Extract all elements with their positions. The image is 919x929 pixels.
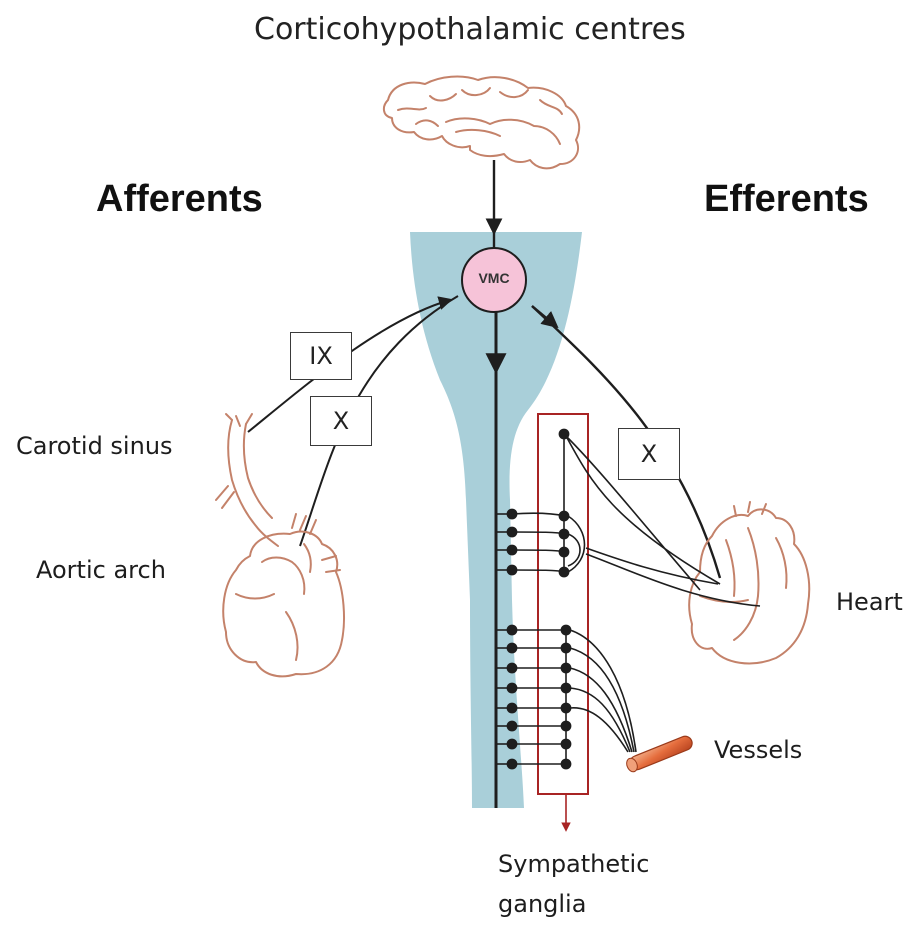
nerve-box-x-afferent: X bbox=[310, 396, 372, 446]
nerve-box-x-efferent: X bbox=[618, 428, 680, 480]
carotid-sinus-label: Carotid sinus bbox=[16, 432, 173, 460]
ganglia-label-line1: Sympathetic bbox=[498, 850, 649, 878]
vmc-label: VMC bbox=[462, 270, 526, 286]
sympathetic-ganglia-box bbox=[538, 414, 588, 794]
aortic-arch-label: Aortic arch bbox=[36, 556, 166, 584]
brain-icon bbox=[384, 77, 579, 169]
heart-label: Heart bbox=[836, 588, 903, 616]
vessels-label: Vessels bbox=[714, 736, 802, 764]
carotid-aortic-icon bbox=[216, 414, 316, 546]
diagram-title: Corticohypothalamic centres bbox=[254, 12, 686, 47]
efferents-heading: Efferents bbox=[704, 178, 869, 221]
afferents-heading: Afferents bbox=[96, 178, 263, 221]
vascular-sympathetic-fibres bbox=[570, 630, 636, 752]
nerve-box-ix: IX bbox=[290, 332, 352, 380]
ganglia-label-line2: ganglia bbox=[498, 890, 586, 918]
aortic-heart-icon bbox=[223, 532, 344, 677]
ganglion-neurons-lower bbox=[561, 625, 570, 768]
vessel-icon bbox=[625, 734, 694, 773]
